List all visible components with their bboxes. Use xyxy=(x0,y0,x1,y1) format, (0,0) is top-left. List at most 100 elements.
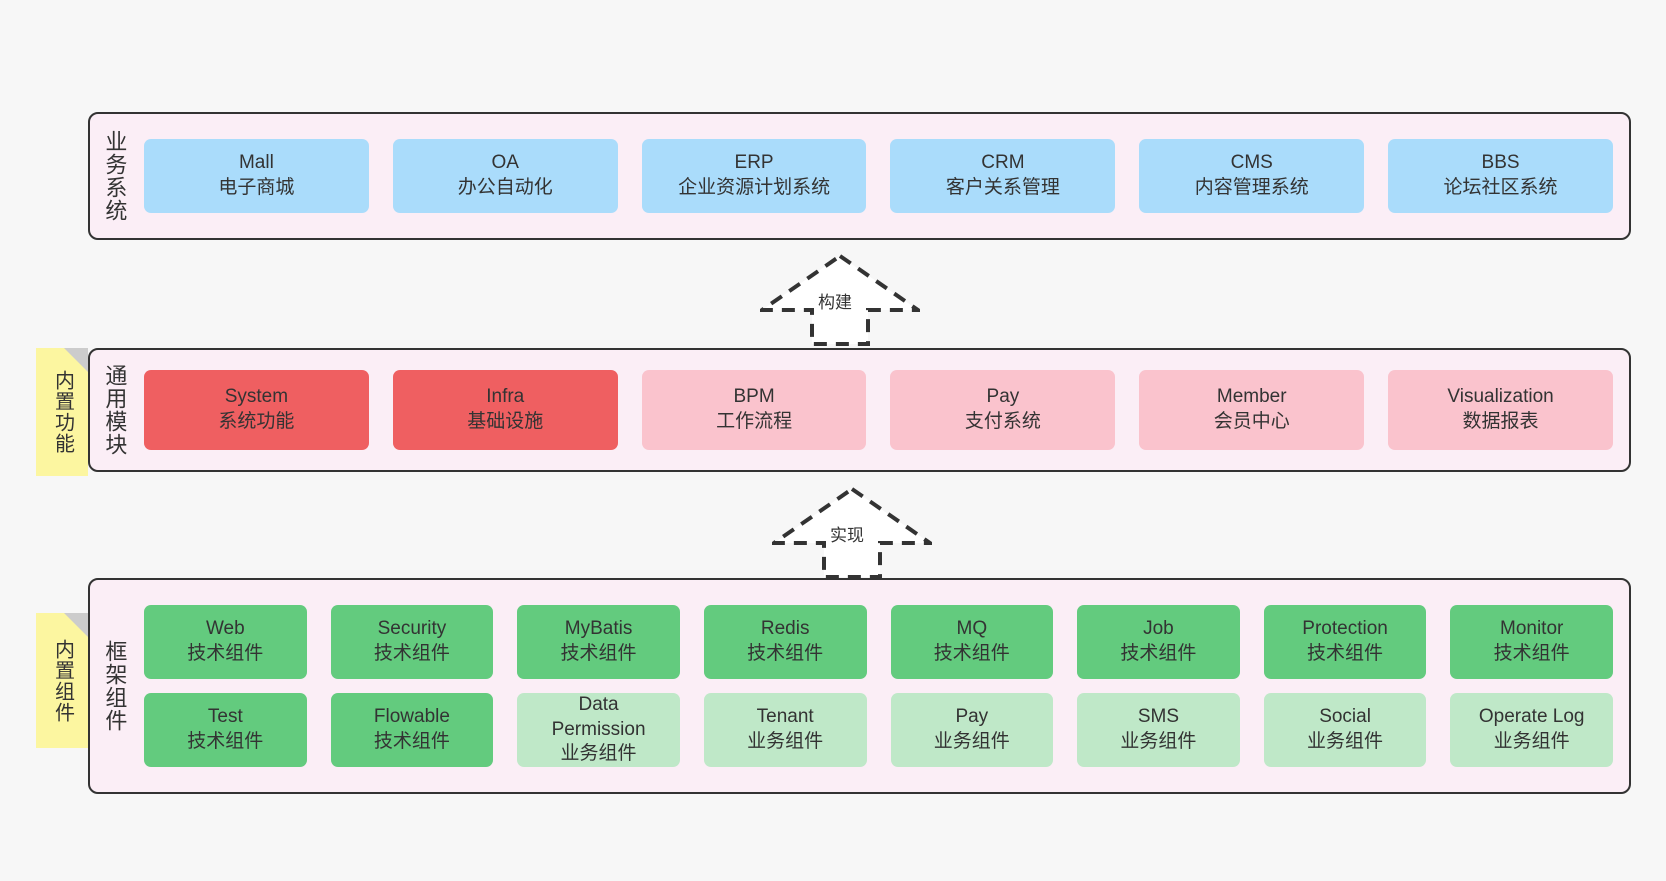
framework-card-row-business: Test 技术组件 Flowable 技术组件 Data Permission … xyxy=(144,693,1613,767)
card-sms[interactable]: SMS 业务组件 xyxy=(1077,693,1240,767)
framework-card-row-technical: Web 技术组件 Security 技术组件 MyBatis 技术组件 Redi… xyxy=(144,605,1613,679)
card-crm[interactable]: CRM 客户关系管理 xyxy=(890,139,1116,213)
card-cms[interactable]: CMS 内容管理系统 xyxy=(1139,139,1365,213)
card-title: Visualization xyxy=(1447,386,1554,408)
modules-card-row: System 系统功能 Infra 基础设施 BPM 工作流程 Pay 支付系统… xyxy=(144,370,1613,450)
layer-body-framework: Web 技术组件 Security 技术组件 MyBatis 技术组件 Redi… xyxy=(138,580,1629,792)
note-label: 内置组件 xyxy=(51,638,74,723)
card-subtitle: 技术组件 xyxy=(933,643,1010,664)
layer-title-modules: 通用模块 xyxy=(102,364,128,456)
business-card-row: Mall 电子商城 OA 办公自动化 ERP 企业资源计划系统 CRM 客户关系… xyxy=(144,139,1613,213)
card-title: Monitor xyxy=(1500,618,1564,640)
card-subtitle: 会员中心 xyxy=(1213,411,1290,432)
card-redis[interactable]: Redis 技术组件 xyxy=(703,605,867,679)
card-subtitle: 系统功能 xyxy=(218,411,295,432)
card-subtitle: 技术组件 xyxy=(373,731,450,752)
card-title: ERP xyxy=(734,152,774,174)
card-title: CMS xyxy=(1230,152,1273,174)
layer-title-framework: 框架组件 xyxy=(102,640,128,732)
card-subtitle: 业务组件 xyxy=(1307,731,1384,752)
card-subtitle: 技术组件 xyxy=(187,643,264,664)
card-data-permission[interactable]: Data Permission 业务组件 xyxy=(517,693,680,767)
card-title: OA xyxy=(491,152,519,174)
card-visualization[interactable]: Visualization 数据报表 xyxy=(1388,370,1613,450)
card-pay-business[interactable]: Pay 业务组件 xyxy=(890,693,1054,767)
connector-implement: 实现 xyxy=(772,487,932,579)
card-title: SMS xyxy=(1137,706,1180,728)
card-web[interactable]: Web 技术组件 xyxy=(144,605,307,679)
connector-label-build: 构建 xyxy=(818,293,852,312)
card-infra[interactable]: Infra 基础设施 xyxy=(392,370,618,450)
card-pay[interactable]: Pay 支付系统 xyxy=(890,370,1116,450)
generalization-arrow-icon xyxy=(760,254,920,346)
card-tenant[interactable]: Tenant 业务组件 xyxy=(703,693,867,767)
card-title: Test xyxy=(207,706,243,728)
card-subtitle: 基础设施 xyxy=(467,411,544,432)
card-subtitle: 技术组件 xyxy=(1307,643,1384,664)
note-fold-corner-icon xyxy=(64,613,88,637)
card-title: Job xyxy=(1143,618,1174,640)
card-title: System xyxy=(224,386,289,408)
card-subtitle: 技术组件 xyxy=(1120,643,1197,664)
card-security[interactable]: Security 技术组件 xyxy=(330,605,494,679)
card-title: Redis xyxy=(760,618,810,640)
card-title: Operate Log xyxy=(1478,706,1585,728)
card-subtitle: 技术组件 xyxy=(560,643,637,664)
card-flowable[interactable]: Flowable 技术组件 xyxy=(330,693,494,767)
card-social[interactable]: Social 业务组件 xyxy=(1263,693,1427,767)
card-title: Security xyxy=(377,618,447,640)
card-subtitle: 工作流程 xyxy=(716,411,793,432)
card-bpm[interactable]: BPM 工作流程 xyxy=(641,370,867,450)
card-mall[interactable]: Mall 电子商城 xyxy=(144,139,369,213)
card-title: Infra xyxy=(486,386,525,408)
card-title: BPM xyxy=(733,386,775,408)
layer-body-business: Mall 电子商城 OA 办公自动化 ERP 企业资源计划系统 CRM 客户关系… xyxy=(138,114,1629,238)
card-subtitle: 内容管理系统 xyxy=(1194,177,1309,198)
card-oa[interactable]: OA 办公自动化 xyxy=(392,139,618,213)
card-subtitle: 业务组件 xyxy=(933,731,1010,752)
card-erp[interactable]: ERP 企业资源计划系统 xyxy=(641,139,867,213)
card-title: Social xyxy=(1319,706,1371,728)
card-subtitle: 业务组件 xyxy=(1493,731,1570,752)
card-monitor[interactable]: Monitor 技术组件 xyxy=(1450,605,1613,679)
card-member[interactable]: Member 会员中心 xyxy=(1139,370,1365,450)
note-fold-corner-icon xyxy=(64,348,88,372)
card-operate-log[interactable]: Operate Log 业务组件 xyxy=(1450,693,1613,767)
card-title: Pay xyxy=(955,706,989,728)
note-built-in-component: 内置组件 xyxy=(36,613,88,748)
layer-business-systems: 业务系统 Mall 电子商城 OA 办公自动化 ERP 企业资源计划系统 CRM… xyxy=(88,112,1631,240)
connector-build: 构建 xyxy=(760,254,920,346)
card-job[interactable]: Job 技术组件 xyxy=(1077,605,1240,679)
connector-label-implement: 实现 xyxy=(830,526,864,545)
card-subtitle: 支付系统 xyxy=(964,411,1041,432)
card-subtitle: 客户关系管理 xyxy=(945,177,1060,198)
card-test[interactable]: Test 技术组件 xyxy=(144,693,307,767)
card-mybatis[interactable]: MyBatis 技术组件 xyxy=(517,605,680,679)
card-subtitle: 企业资源计划系统 xyxy=(678,177,831,198)
card-subtitle: 电子商城 xyxy=(218,177,295,198)
card-title: Pay xyxy=(986,386,1020,408)
layer-body-modules: System 系统功能 Infra 基础设施 BPM 工作流程 Pay 支付系统… xyxy=(138,350,1629,470)
card-bbs[interactable]: BBS 论坛社区系统 xyxy=(1388,139,1613,213)
layer-title-business: 业务系统 xyxy=(102,130,128,222)
card-mq[interactable]: MQ 技术组件 xyxy=(890,605,1054,679)
card-subtitle: 业务组件 xyxy=(747,731,824,752)
card-title: Protection xyxy=(1302,618,1388,640)
note-built-in-function: 内置功能 xyxy=(36,348,88,476)
card-protection[interactable]: Protection 技术组件 xyxy=(1263,605,1427,679)
card-subtitle: 技术组件 xyxy=(1493,643,1570,664)
card-subtitle: 办公自动化 xyxy=(457,177,553,198)
note-label: 内置功能 xyxy=(51,370,74,454)
layer-framework-components: 框架组件 Web 技术组件 Security 技术组件 MyBatis 技术组件… xyxy=(88,578,1631,794)
card-subtitle: 数据报表 xyxy=(1462,411,1539,432)
card-subtitle: 技术组件 xyxy=(187,731,264,752)
card-title: Web xyxy=(205,618,245,640)
card-title: BBS xyxy=(1481,152,1520,174)
card-title: Data Permission xyxy=(551,693,646,740)
card-title: Member xyxy=(1216,386,1287,408)
card-subtitle: 论坛社区系统 xyxy=(1443,177,1558,198)
card-system[interactable]: System 系统功能 xyxy=(144,370,369,450)
card-subtitle: 业务组件 xyxy=(1120,731,1197,752)
card-title: Flowable xyxy=(373,706,450,728)
